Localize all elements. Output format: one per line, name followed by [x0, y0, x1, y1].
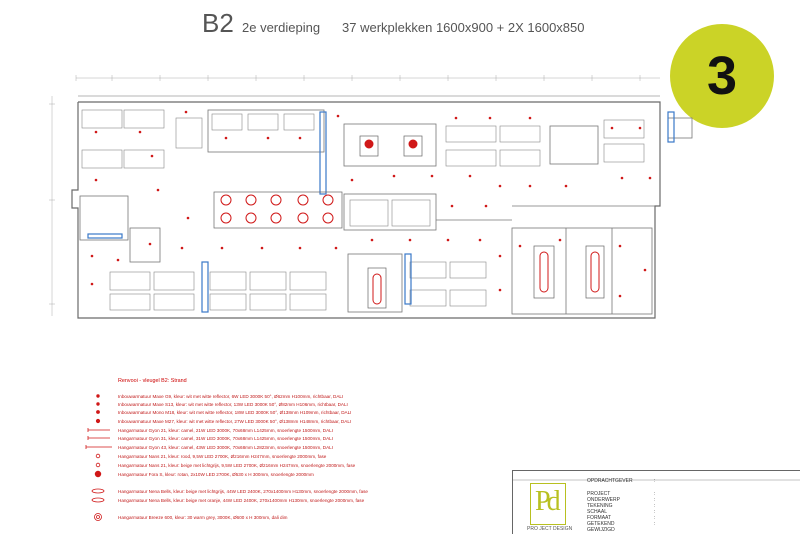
company-logo: Pd	[530, 483, 566, 525]
wing-code: B2	[202, 8, 234, 38]
meeting-tables	[213, 135, 605, 309]
legend-item: Hangarmatuur Nena Bells, kleur: beige me…	[118, 498, 365, 503]
sheet-number-badge: 3	[670, 24, 774, 128]
tb-field: ONDERWERP	[587, 497, 620, 503]
tb-colon: :	[654, 478, 656, 484]
tb-field: FORMAAT	[587, 515, 612, 521]
tb-colon: :	[654, 521, 656, 527]
legend-item: Inbouwarmatuur Maxe M27, kleur: wit met …	[118, 419, 352, 424]
tb-field: PROJECT	[587, 491, 611, 497]
grid-axis-top	[49, 75, 660, 316]
tb-field: SCHAAL	[587, 509, 608, 515]
sheet-number: 3	[706, 46, 738, 106]
legend-item: Hangarmatuur Breeze 600, kleur: 30 warm …	[118, 515, 288, 520]
legend-item: Hangarmatuur Nans 21, kleur: beige met l…	[118, 463, 356, 468]
partitions	[79, 109, 693, 315]
tb-colon: :	[654, 491, 656, 497]
blue-columns	[87, 111, 675, 313]
legend-item: Hangarmatuur Nans 21, kleur: rood, 9,5W …	[118, 454, 327, 459]
legend-item: Hangarmatuur Nena Bells, kleur: beige me…	[118, 489, 368, 494]
drawing-header: B2 2e verdieping 37 werkplekken 1600x900…	[0, 0, 800, 60]
downlight-fixtures	[90, 110, 652, 298]
building-outline	[71, 95, 661, 319]
tb-colon: :	[654, 503, 656, 509]
tb-colon: :	[654, 509, 656, 515]
tb-field: TEKENING	[587, 503, 613, 509]
pendant-fixtures	[220, 139, 600, 305]
floor-label: 2e verdieping	[242, 20, 321, 35]
tb-colon: :	[654, 497, 656, 503]
workplaces-label: 37 werkplekken 1600x900 + 2X 1600x850	[342, 20, 585, 35]
legend-item: Hangarmatuur Fora S, kleur: rotan, 2x10W…	[118, 472, 314, 477]
legend-item: Inbouwarmatuur Maxe S13, kleur: wit met …	[118, 402, 348, 407]
tb-colon: :	[654, 515, 656, 521]
legend-item: Hangarmatuur Gyon 43, kleur: camel, 43W …	[118, 445, 333, 450]
tb-field: OPDRACHTGEVER	[587, 478, 633, 484]
tb-field: GEWIJZIGD	[587, 527, 615, 533]
desk-clusters	[81, 109, 645, 311]
legend-item: Inbouwarmatuur Mono M18, kleur: wit met …	[118, 410, 352, 415]
company-name: PRO JECT DESIGN	[527, 526, 573, 532]
legend-item: Hangarmatuur Gyon 31, kleur: camel, 31W …	[118, 436, 333, 441]
legend-title: Renvooi - vleugel B2: Strand	[118, 378, 187, 384]
legend-symbols	[85, 394, 112, 521]
legend-item: Inbouwarmatuur Maxe G9, kleur: wit met w…	[118, 394, 344, 399]
legend-item: Hangarmatuur Gyon 21, kleur: camel, 21W …	[118, 428, 333, 433]
tb-field: GETEKEND	[587, 521, 615, 527]
title-block	[512, 470, 800, 534]
